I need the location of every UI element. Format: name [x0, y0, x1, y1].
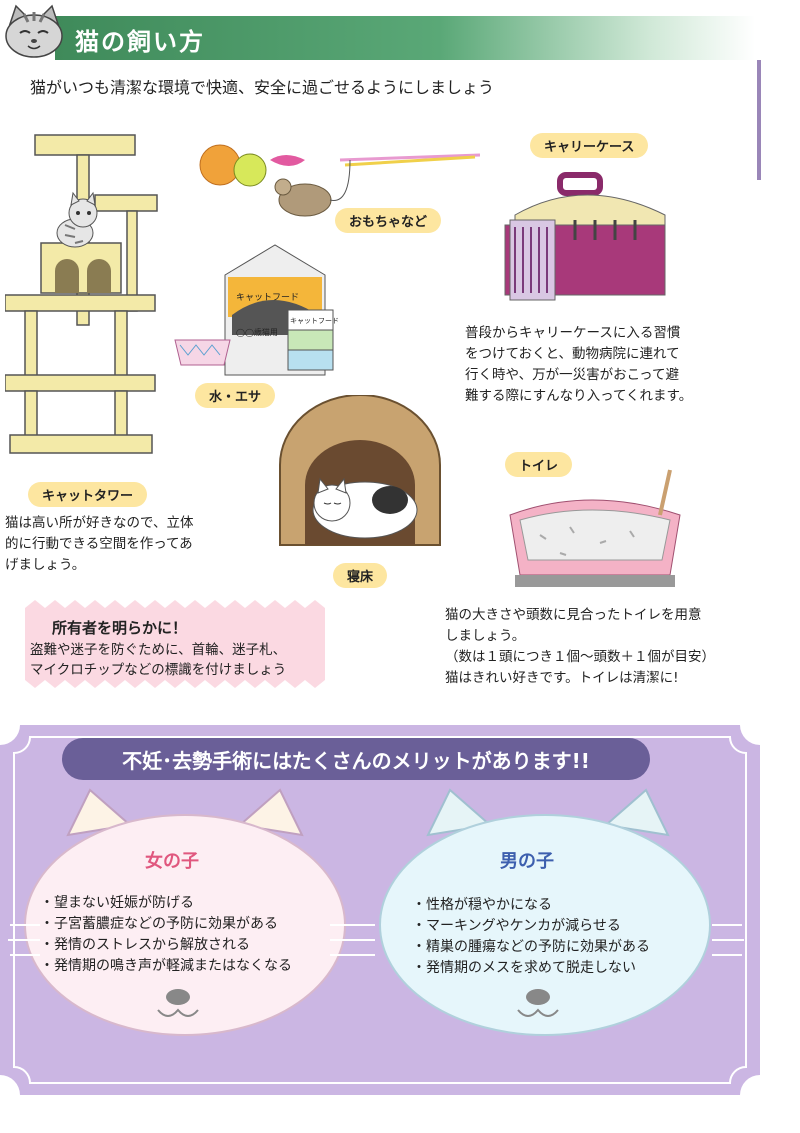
intro-text: 猫がいつも清潔な環境で快適、安全に過ごせるようにしましょう	[30, 78, 495, 97]
food-illustration: キャットフード ◯◯歳猫用 キャットフード	[174, 244, 339, 376]
cat-tower-line: 猫は高い所が好きなので、立体	[5, 515, 194, 531]
ownership-title: 所有者を明らかに！	[52, 619, 188, 637]
benefits-title: 不妊･去勢手術にはたくさんのメリットがあります!!	[122, 749, 590, 773]
litter-box-illustration	[509, 469, 681, 587]
toys-label: おもちゃなど	[335, 208, 442, 233]
male-benefit-item: 精巣の腫瘍などの予防に効果がある	[412, 937, 650, 958]
toys-illustration	[199, 144, 480, 217]
cat-food-bag-text: キャットフード	[236, 293, 299, 303]
bed-label: 寝床	[333, 563, 388, 588]
cat-tower-illustration	[5, 134, 158, 454]
carrier-illustration	[504, 172, 666, 301]
female-benefit-item: 発情期の鳴き声が軽減またはなくなる	[40, 956, 292, 977]
toilet-line: 猫はきれい好きです。トイレは清潔に!	[445, 670, 679, 686]
benefits-panel	[0, 725, 760, 1095]
cat-tower-line: げましょう。	[5, 557, 86, 573]
male-benefit-item: マーキングやケンカが減らせる	[412, 916, 650, 937]
cat-tower-description: 猫は高い所が好きなので、立体 的に行動できる空間を作ってあ げましょう。	[5, 513, 193, 576]
cat-food-bag-sub: ◯◯歳猫用	[236, 327, 278, 337]
toilet-description: 猫の大きさや頭数に見合ったトイレを用意 しましょう。 （数は１頭につき１個～頭数…	[445, 605, 715, 689]
side-rule	[757, 60, 761, 180]
carrier-line: 難する際にすんなり入ってくれます。	[465, 388, 693, 404]
cat-tower-label: キャットタワー	[28, 482, 148, 507]
male-benefits-list: 性格が穏やかになる マーキングやケンカが減らせる 精巣の腫瘍などの予防に効果があ…	[412, 895, 650, 979]
benefits-title-bar	[62, 738, 650, 780]
ownership-line: マイクロチップなどの標識を付けましょう	[30, 662, 287, 678]
toilet-line: しましょう。	[445, 628, 526, 644]
carrier-label: キャリーケース	[530, 133, 649, 158]
cat-face-icon	[5, 4, 63, 58]
cat-bed-illustration	[279, 395, 441, 546]
male-title: 男の子	[500, 851, 554, 872]
carrier-line: 普段からキャリーケースに入る習慣	[465, 325, 681, 341]
female-benefit-item: 望まない妊娠が防げる	[40, 893, 292, 914]
cat-tower-line: 的に行動できる空間を作ってあ	[5, 536, 193, 552]
female-title: 女の子	[145, 851, 199, 872]
carrier-line: をつけておくと、動物病院に連れて	[465, 346, 680, 362]
toilet-line: （数は１頭につき１個～頭数＋１個が目安）	[445, 649, 715, 665]
female-benefits-list: 望まない妊娠が防げる 子宮蓄膿症などの予防に効果がある 発情のストレスから解放さ…	[40, 893, 292, 977]
cat-food-can-text: キャットフード	[290, 317, 339, 325]
food-water-label: 水・エサ	[195, 383, 276, 408]
ownership-text: 盗難や迷子を防ぐために、首輪、迷子札、 マイクロチップなどの標識を付けましょう	[30, 640, 286, 680]
header-bar	[55, 16, 755, 60]
female-benefit-item: 発情のストレスから解放される	[40, 935, 292, 956]
male-benefit-item: 発情期のメスを求めて脱走しない	[412, 958, 650, 979]
ownership-line: 盗難や迷子を防ぐために、首輪、迷子札、	[30, 642, 287, 658]
male-benefit-item: 性格が穏やかになる	[412, 895, 650, 916]
ownership-banner	[25, 600, 325, 688]
carrier-line: 行く時や、万が一災害がおこって避	[465, 367, 679, 383]
toilet-line: 猫の大きさや頭数に見合ったトイレを用意	[445, 607, 702, 623]
page-title: 猫の飼い方	[75, 28, 205, 56]
toilet-label: トイレ	[505, 452, 573, 477]
carrier-description: 普段からキャリーケースに入る習慣 をつけておくと、動物病院に連れて 行く時や、万…	[465, 323, 692, 407]
female-benefit-item: 子宮蓄膿症などの予防に効果がある	[40, 914, 292, 935]
